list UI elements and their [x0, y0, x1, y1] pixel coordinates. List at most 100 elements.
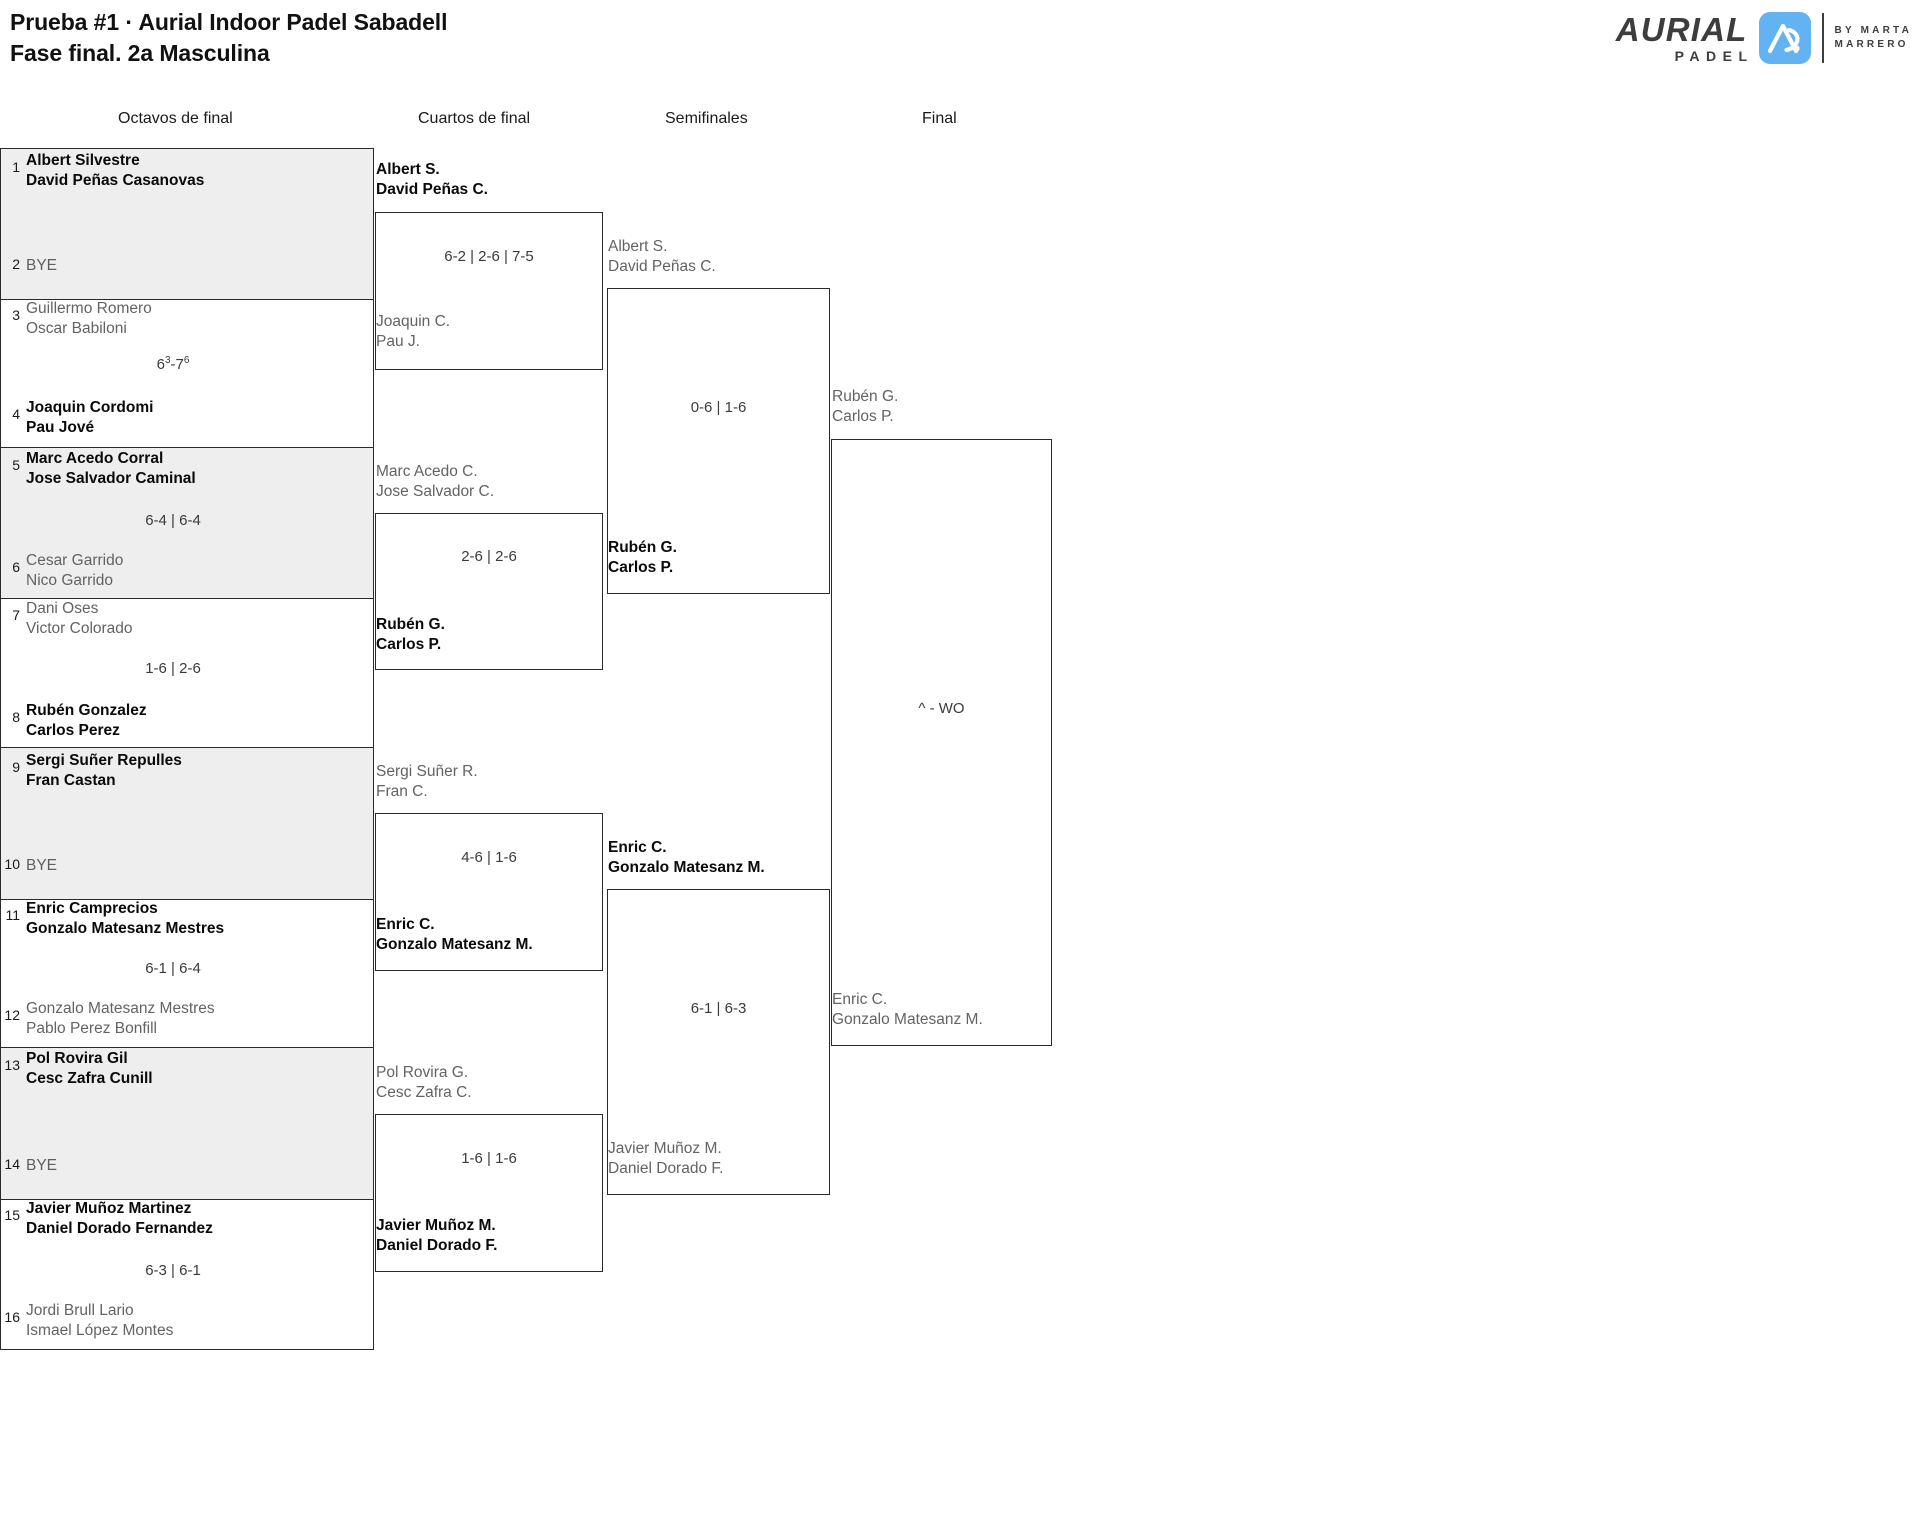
- seed-number: 1: [12, 159, 20, 175]
- r16-match-5[interactable]: [0, 748, 374, 900]
- logo-brand-text: AURIAL: [1615, 11, 1748, 48]
- round-header-octavos: Octavos de final: [118, 110, 233, 127]
- r16-match-8-bottom[interactable]: 16 Jordi Brull Lario Ismael López Montes: [0, 1300, 374, 1340]
- qf-match-2-score: 2-6 | 2-6: [461, 548, 517, 565]
- qf-match-3-score: 4-6 | 1-6: [461, 849, 517, 866]
- r16-match-8-score: 6-3 | 6-1: [145, 1262, 201, 1279]
- seed-number: 14: [4, 1156, 20, 1172]
- qf-match-1-box[interactable]: [375, 212, 603, 370]
- r16-match-5-bottom[interactable]: 10 BYE: [0, 855, 374, 875]
- seed-number: 12: [4, 1007, 20, 1023]
- round-header-semifinales: Semifinales: [665, 110, 748, 127]
- team-names: Guillermo Romero Oscar Babiloni: [26, 300, 152, 337]
- seed-number: 13: [4, 1057, 20, 1073]
- seed-number: 3: [12, 307, 20, 323]
- seed-number: 16: [4, 1309, 20, 1325]
- r16-match-6-score: 6-1 | 6-4: [145, 960, 201, 977]
- r16-match-8[interactable]: [0, 1200, 374, 1350]
- sf-match-1-bottom-team[interactable]: Rubén G. Carlos P.: [608, 539, 677, 576]
- r16-match-7-top[interactable]: 13 Pol Rovira Gil Cesc Zafra Cunill: [0, 1048, 374, 1088]
- r16-match-3-top[interactable]: 5 Marc Acedo Corral Jose Salvador Camina…: [0, 448, 374, 488]
- round-header-cuartos: Cuartos de final: [418, 110, 531, 127]
- r16-match-5-top[interactable]: 9 Sergi Suñer Repulles Fran Castan: [0, 750, 374, 790]
- logo-byline-2: MARRERO: [1834, 39, 1909, 50]
- team-names: Rubén Gonzalez Carlos Perez: [26, 702, 147, 739]
- r16-match-4-bottom[interactable]: 8 Rubén Gonzalez Carlos Perez: [0, 700, 374, 740]
- sf-match-2-top-team[interactable]: Enric C. Gonzalo Matesanz M.: [608, 839, 765, 876]
- final-bottom-team[interactable]: Enric C. Gonzalo Matesanz M.: [832, 991, 983, 1028]
- qf-match-2-box[interactable]: [375, 513, 603, 670]
- team-names: Pol Rovira Gil Cesc Zafra Cunill: [26, 1050, 153, 1087]
- qf-match-3-bottom-team[interactable]: Enric C. Gonzalo Matesanz M.: [376, 916, 533, 953]
- r16-match-1[interactable]: [0, 148, 374, 300]
- r16-match-4-score: 1-6 | 2-6: [145, 660, 201, 677]
- sf-match-1-box[interactable]: [607, 288, 830, 594]
- bye-label: BYE: [26, 1157, 58, 1174]
- sf-match-2-box[interactable]: [607, 889, 830, 1195]
- r16-match-2-bottom[interactable]: 4 Joaquin Cordomi Pau Jové: [0, 397, 374, 437]
- team-names: Cesar Garrido Nico Garrido: [26, 552, 124, 589]
- r16-match-7[interactable]: [0, 1048, 374, 1200]
- bye-label: BYE: [26, 857, 58, 874]
- logo-byline: BY MARTA MARRERO: [1835, 24, 1912, 53]
- qf-match-2-bottom-team[interactable]: Rubén G. Carlos P.: [376, 616, 445, 653]
- sf-match-2-score: 6-1 | 6-3: [690, 1000, 747, 1017]
- r16-match-4[interactable]: [0, 599, 374, 748]
- qf-match-4-box[interactable]: [375, 1114, 603, 1272]
- sf-match-1-top-team[interactable]: Albert S. David Peñas C.: [608, 238, 716, 275]
- logo-divider: [1821, 13, 1824, 63]
- r16-match-3-score: 6-4 | 6-4: [145, 512, 201, 529]
- seed-number: 8: [12, 709, 20, 725]
- r16-match-6-bottom[interactable]: 12 Gonzalo Matesanz Mestres Pablo Perez …: [0, 998, 374, 1038]
- sf-match-2-bottom-team[interactable]: Javier Muñoz M. Daniel Dorado F.: [608, 1140, 724, 1177]
- seed-number: 4: [12, 406, 20, 422]
- qf-match-3-top-team[interactable]: Sergi Suñer R. Fran C.: [376, 763, 478, 800]
- final-box[interactable]: [831, 439, 1052, 1046]
- r16-match-1-top[interactable]: 1 Albert Silvestre David Peñas Casanovas: [0, 150, 374, 190]
- sf-match-1-score: 0-6 | 1-6: [690, 399, 747, 416]
- team-names: Gonzalo Matesanz Mestres Pablo Perez Bon…: [26, 1000, 215, 1037]
- logo-sub-text: PADEL: [1674, 48, 1754, 64]
- page-title: Prueba #1 · Aurial Indoor Padel Sabadell…: [10, 7, 447, 69]
- team-names: Enric Camprecios Gonzalo Matesanz Mestre…: [26, 900, 225, 937]
- final-top-team[interactable]: Rubén G. Carlos P.: [832, 388, 899, 425]
- qf-match-1-score: 6-2 | 2-6 | 7-5: [444, 248, 534, 265]
- r16-match-6[interactable]: [0, 900, 374, 1048]
- r16-match-1-bottom[interactable]: 2 BYE: [0, 255, 374, 275]
- qf-match-2-top-team[interactable]: Marc Acedo C. Jose Salvador C.: [376, 463, 495, 500]
- r16-match-3[interactable]: [0, 448, 374, 599]
- seed-number: 11: [5, 907, 20, 923]
- aurial-a-mark-icon: [1758, 12, 1811, 64]
- bye-label: BYE: [26, 257, 58, 274]
- logo-byline-1: BY MARTA: [1834, 24, 1912, 36]
- page-header: Prueba #1 · Aurial Indoor Padel Sabadell…: [0, 0, 1920, 90]
- qf-match-4-top-team[interactable]: Pol Rovira G. Cesc Zafra C.: [376, 1064, 472, 1101]
- qf-match-3-box[interactable]: [375, 813, 603, 971]
- r16-match-7-bottom[interactable]: 14 BYE: [0, 1155, 374, 1175]
- seed-number: 15: [4, 1207, 20, 1223]
- team-names: Sergi Suñer Repulles Fran Castan: [26, 752, 182, 789]
- qf-match-4-score: 1-6 | 1-6: [461, 1150, 517, 1167]
- qf-match-1-bottom-team[interactable]: Joaquin C. Pau J.: [376, 313, 451, 350]
- team-names: Marc Acedo Corral Jose Salvador Caminal: [26, 450, 196, 487]
- qf-match-4-bottom-team[interactable]: Javier Muñoz M. Daniel Dorado F.: [376, 1217, 498, 1254]
- r16-match-2[interactable]: [0, 300, 374, 448]
- seed-number: 6: [12, 559, 20, 575]
- team-names: Albert Silvestre David Peñas Casanovas: [26, 152, 205, 189]
- team-names: Dani Oses Victor Colorado: [26, 600, 133, 637]
- r16-match-3-bottom[interactable]: 6 Cesar Garrido Nico Garrido: [0, 550, 374, 590]
- seed-number: 10: [4, 856, 20, 872]
- r16-match-8-top[interactable]: 15 Javier Muñoz Martinez Daniel Dorado F…: [0, 1198, 374, 1238]
- seed-number: 2: [12, 256, 20, 272]
- team-names: Joaquin Cordomi Pau Jové: [26, 399, 154, 436]
- qf-match-1-top-team[interactable]: Albert S. David Peñas C.: [376, 161, 488, 198]
- r16-match-2-top[interactable]: 3 Guillermo Romero Oscar Babiloni: [0, 298, 374, 338]
- r16-match-6-top[interactable]: 11 Enric Camprecios Gonzalo Matesanz Mes…: [0, 898, 374, 938]
- team-names: Jordi Brull Lario Ismael López Montes: [26, 1302, 174, 1339]
- r16-match-2-score: 63-76: [156, 355, 190, 374]
- r16-match-4-top[interactable]: 7 Dani Oses Victor Colorado: [0, 598, 374, 638]
- team-names: Javier Muñoz Martinez Daniel Dorado Fern…: [26, 1200, 213, 1237]
- logo-wordmark: AURIAL PADEL: [1616, 13, 1748, 63]
- aurial-padel-logo: AURIAL PADEL BY MARTA MARRERO: [1616, 6, 1912, 70]
